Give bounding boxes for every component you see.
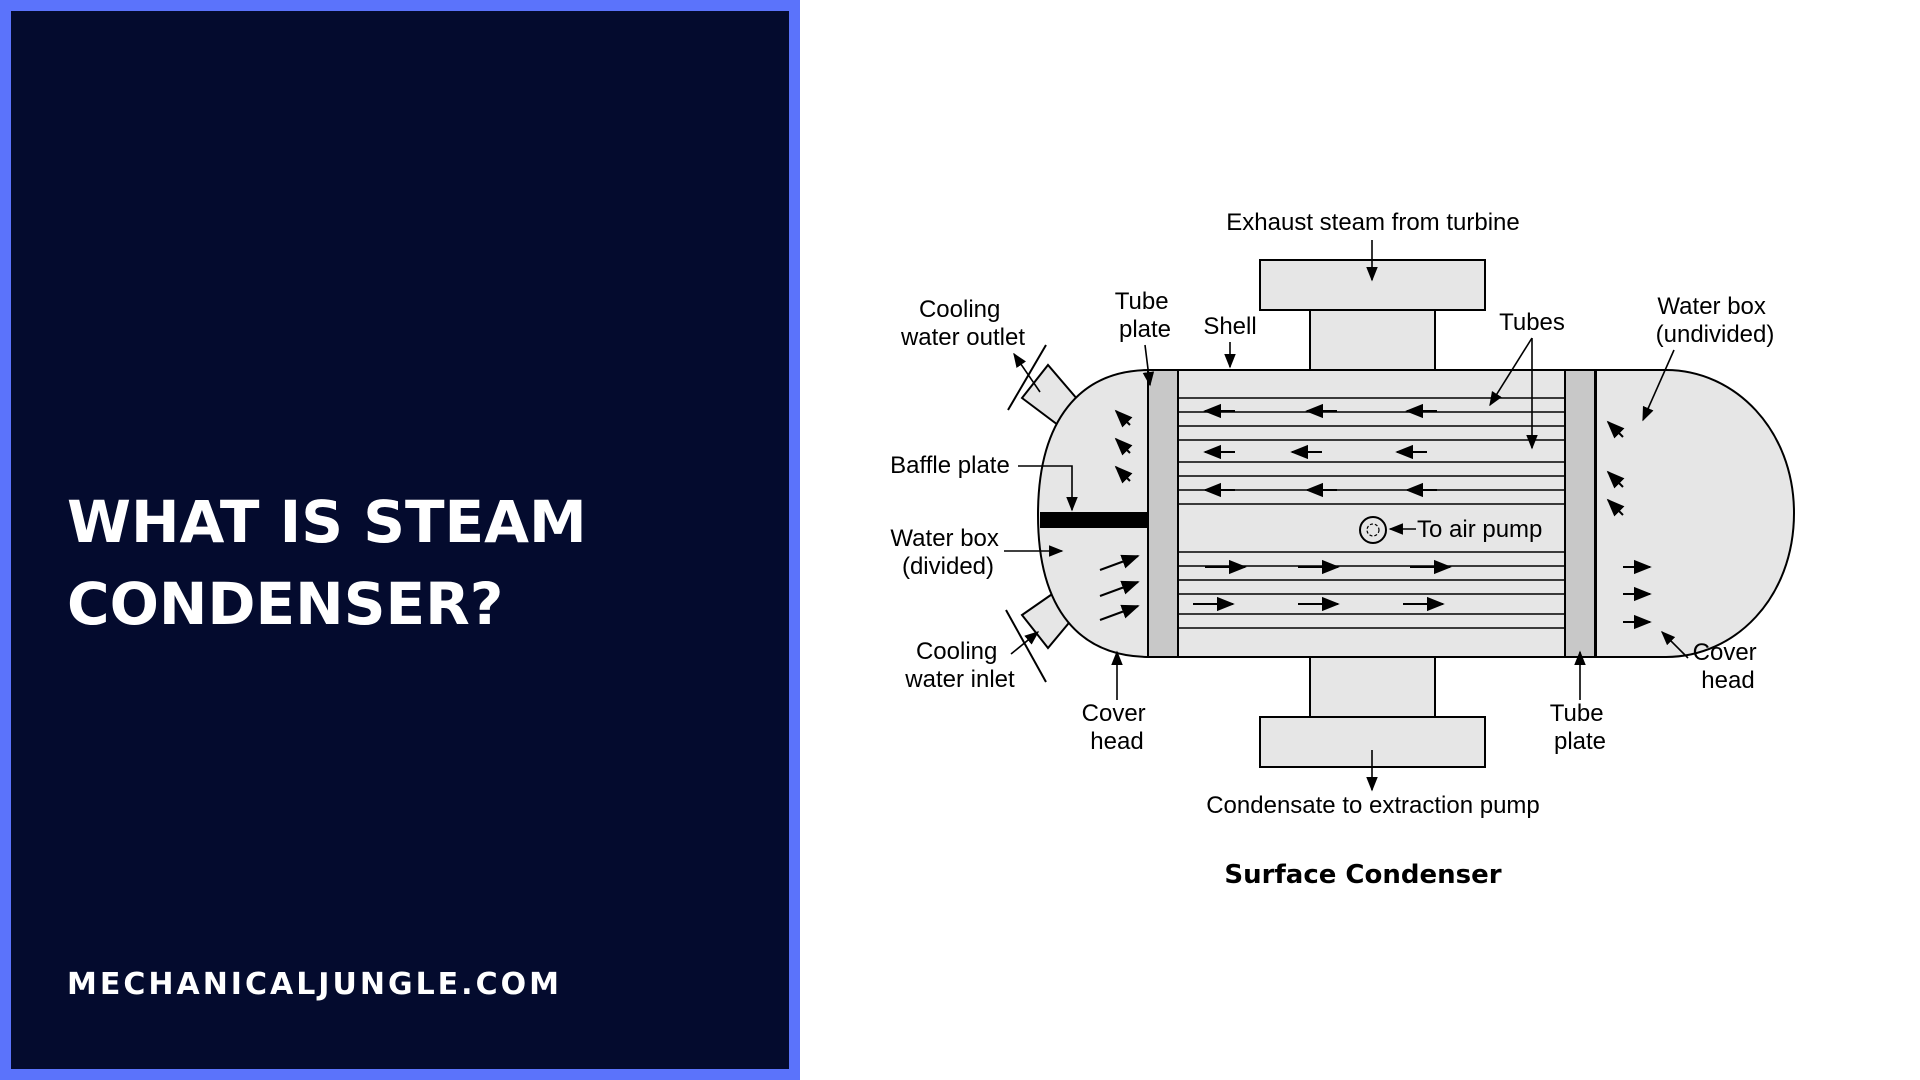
- label-exhaust-steam: Exhaust steam from turbine: [1226, 209, 1519, 236]
- water-box-undivided: [1595, 369, 1796, 658]
- label-tube-plate-bottom: Tube plate: [1550, 700, 1610, 755]
- tube-plate-left: [1147, 369, 1179, 658]
- flow-arrows: [1099, 403, 1652, 630]
- surface-condenser-diagram: Exhaust steam from turbine Condensate to…: [890, 209, 1796, 890]
- site-url: MECHANICALJUNGLE.COM: [67, 967, 562, 1002]
- label-cover-head-left: Cover head: [1082, 700, 1153, 755]
- air-pump-outlet: [1359, 516, 1387, 544]
- label-condensate: Condensate to extraction pump: [1206, 792, 1540, 819]
- label-to-air-pump: To air pump: [1417, 516, 1542, 543]
- label-baffle-plate: Baffle plate: [890, 452, 1010, 479]
- steam-inlet-neck: [1309, 309, 1436, 371]
- label-cover-head-right: Cover head: [1693, 639, 1764, 694]
- label-tube-plate-top: Tube plate: [1115, 288, 1175, 343]
- label-water-box-undivided: Water box (undivided): [1656, 293, 1775, 348]
- label-water-box-divided: Water box (divided): [890, 525, 1005, 580]
- baffle-plate: [1040, 512, 1150, 528]
- diagram-caption: Surface Condenser: [1224, 860, 1501, 890]
- label-cooling-water-outlet: Cooling water outlet: [900, 296, 1025, 351]
- label-cooling-water-inlet: Cooling water inlet: [904, 638, 1015, 693]
- page-title: WHAT IS STEAM CONDENSER?: [67, 488, 587, 638]
- leader-lines: [1004, 240, 1689, 792]
- tube-plate-right: [1564, 369, 1596, 658]
- label-tubes: Tubes: [1499, 309, 1565, 336]
- condensate-outlet-neck: [1309, 654, 1436, 718]
- title-panel: WHAT IS STEAM CONDENSER? MECHANICALJUNGL…: [0, 0, 800, 1080]
- label-shell: Shell: [1203, 313, 1256, 340]
